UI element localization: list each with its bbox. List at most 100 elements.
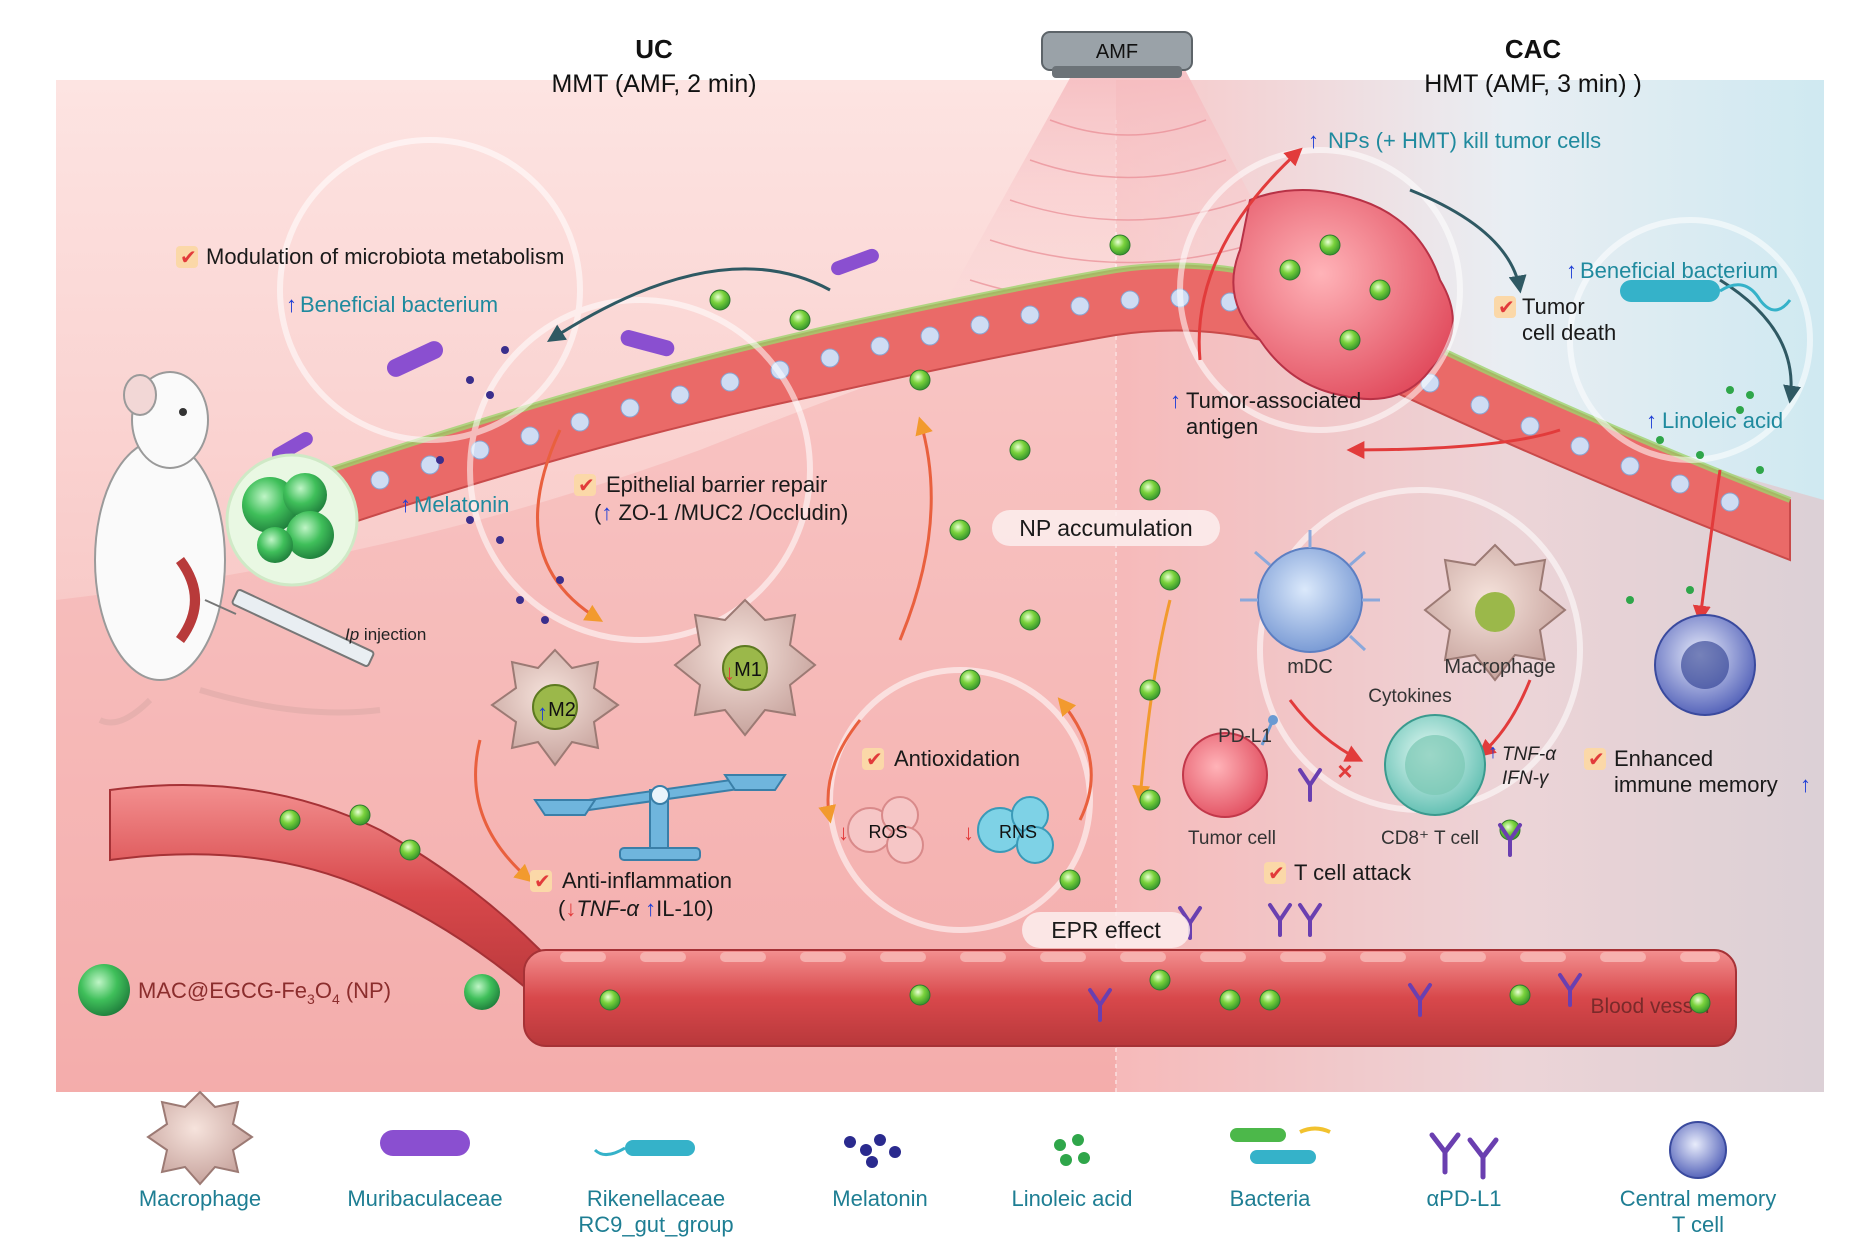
arrow-to-anti-inflammation — [474, 739, 533, 883]
svg-text:✔: ✔ — [1588, 749, 1605, 771]
arrow-microbiota — [546, 267, 831, 342]
legend-label: Macrophage — [139, 1186, 261, 1211]
pdl1-label: PD-L1 — [1218, 726, 1272, 747]
uc-panel-bg — [56, 80, 1116, 1092]
melatonin-dots — [436, 346, 564, 624]
legend-label-2: T cell — [1672, 1212, 1724, 1237]
amf-label: AMF — [1096, 41, 1138, 63]
ros-cluster — [847, 796, 924, 864]
anti-inflammation-label: Anti-inflammation — [562, 868, 732, 893]
svg-text:✔: ✔ — [866, 749, 883, 771]
ifn-label: IFN-γ — [1502, 768, 1550, 789]
memory-t-cell-icon — [1669, 1121, 1727, 1179]
cytokines-label: Cytokines — [1368, 686, 1451, 707]
legend-label: Melatonin — [832, 1186, 927, 1211]
epithelial-markers: (↑ ZO-1 /MUC2 /Occludin) — [594, 500, 848, 525]
arrow-memory — [1692, 469, 1722, 624]
check-icon: ✔ — [1494, 296, 1516, 319]
legend-item: Central memory T cell — [1620, 1121, 1776, 1237]
ros-label: ROS — [868, 822, 907, 842]
tumor-antigen-label-1: Tumor-associated — [1186, 388, 1361, 413]
tumor-mass — [1232, 189, 1454, 401]
arrow-antioxidation-left — [818, 719, 862, 824]
linoleic-up-arrow: ↑ — [1646, 408, 1657, 433]
m1-label: M1 — [734, 659, 762, 681]
linoleic-acid-icon — [1054, 1134, 1090, 1166]
mdc-cell — [1240, 530, 1380, 653]
svg-text:✔: ✔ — [578, 475, 595, 497]
macrophage-label: Macrophage — [1444, 656, 1555, 678]
svg-text:✔: ✔ — [534, 871, 551, 893]
np-accumulation-pill — [992, 510, 1220, 546]
np-icon — [464, 974, 500, 1010]
legend: Macrophage Muribaculaceae Rikenellaceae … — [139, 1090, 1776, 1237]
ros-down-arrow: ↓ — [838, 820, 849, 845]
cycle-rings — [277, 137, 1813, 933]
blood-vessel — [523, 949, 1737, 1047]
ip-injection-label: Ip injection — [345, 625, 426, 644]
uc-subtitle: MMT (AMF, 2 min) — [551, 70, 756, 98]
muribaculaceae-icon — [380, 1130, 470, 1156]
linoleic-acid-dots — [1626, 386, 1764, 604]
cd8-label: CD8⁺ T cell — [1381, 828, 1479, 849]
antibodies — [1088, 768, 1582, 1022]
arrow-antigen — [1346, 428, 1561, 459]
mdc-label: mDC — [1287, 656, 1333, 678]
svg-text:✔: ✔ — [1268, 863, 1285, 885]
rikenellaceae-icon — [625, 1140, 695, 1156]
enhanced-label-1: Enhanced — [1614, 746, 1713, 771]
bacteria-icon — [1230, 1126, 1331, 1164]
antigen-up-arrow: ↑ — [1170, 388, 1181, 413]
tnf-up-arrow: ↑ — [1488, 741, 1498, 763]
beneficial-right-label: Beneficial bacterium — [1580, 258, 1778, 283]
legend-item: Rikenellaceae RC9_gut_group — [578, 1140, 734, 1237]
arrow-mdc-to-cd8 — [1288, 699, 1364, 762]
tnf-label: TNF-α — [1502, 744, 1557, 765]
svg-text:✔: ✔ — [180, 247, 197, 269]
anti-inflammation-markers: (↓TNF-α ↑IL-10) — [558, 896, 714, 921]
arrow-barrier-to-macrophage — [536, 429, 604, 622]
check-icon: ✔ — [1584, 748, 1606, 771]
np-legend-label: MAC@EGCG-Fe3O4 (NP) — [138, 978, 391, 1007]
check-icon: ✔ — [862, 748, 884, 771]
nanoparticles — [279, 234, 1711, 1014]
arrow-tumor-death — [1409, 188, 1527, 294]
legend-item: Linoleic acid — [1011, 1134, 1133, 1211]
legend-item: Melatonin — [832, 1134, 928, 1211]
legend-item: Bacteria — [1230, 1126, 1331, 1211]
block-x-icon: × — [1337, 756, 1352, 786]
legend-label: Central memory — [1620, 1186, 1776, 1211]
epr-label: EPR effect — [1051, 917, 1161, 943]
submucosa — [56, 300, 1824, 1092]
melatonin-icon — [844, 1134, 901, 1168]
legend-label: Bacteria — [1230, 1186, 1311, 1211]
beneficial-left-label: Beneficial bacterium — [300, 292, 498, 317]
tumor-cell — [1182, 715, 1278, 818]
macrophage-icon — [146, 1090, 254, 1186]
epr-pill — [1022, 912, 1190, 948]
m2-up-arrow: ↑ — [537, 700, 548, 725]
tumor-death-label-2: cell death — [1522, 320, 1616, 345]
np-legend-icon — [78, 964, 130, 1016]
legend-label: Muribaculaceae — [347, 1186, 502, 1211]
beneficial-right-up-arrow: ↑ — [1566, 258, 1577, 283]
rns-label: RNS — [999, 822, 1037, 842]
antibody-icon — [1429, 1132, 1499, 1180]
enhanced-up-arrow: ↑ — [1800, 772, 1811, 797]
blood-vessel-label: Blood vessel — [1590, 995, 1709, 1018]
amf-field — [930, 60, 1320, 330]
legend-label: Rikenellaceae — [587, 1186, 725, 1211]
macrophage-m1 — [673, 598, 817, 737]
arrow-antioxidation-right — [1057, 697, 1093, 821]
tumor-antigen-label-2: antigen — [1186, 414, 1258, 439]
np-cluster — [242, 473, 334, 563]
legend-label: αPD-L1 — [1426, 1186, 1501, 1211]
rikenellaceae-bacterium — [1620, 280, 1792, 312]
balance-scale-icon — [533, 774, 787, 861]
check-icon: ✔ — [1264, 862, 1286, 885]
arrow-linoleic — [1719, 278, 1801, 404]
legend-item: αPD-L1 — [1426, 1132, 1502, 1211]
syringe-icon — [204, 589, 375, 667]
